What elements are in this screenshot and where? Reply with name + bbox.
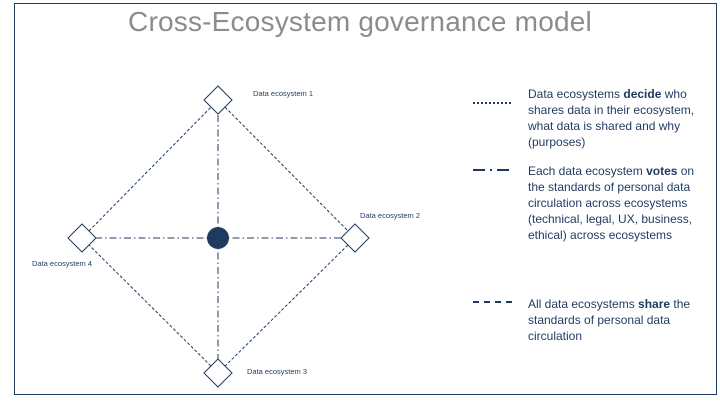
legend-text-votes: Each data ecosystem votes on the standar… xyxy=(528,164,695,242)
slide-frame xyxy=(14,3,717,395)
slide-title: Cross-Ecosystem governance model xyxy=(128,6,592,37)
ecosystem-node-4 xyxy=(67,223,97,253)
ecosystem-label-1: Data ecosystem 1 xyxy=(253,89,314,98)
ecosystem-node-2 xyxy=(340,223,370,253)
edge-2-3 xyxy=(217,237,356,374)
legend-text-decide: Data ecosystems decide who shares data i… xyxy=(528,87,695,149)
edge-3-4 xyxy=(81,237,219,374)
edge-1-2 xyxy=(217,99,356,239)
ecosystem-node-3 xyxy=(203,358,233,388)
ecosystem-label-3: Data ecosystem 3 xyxy=(247,367,308,376)
ecosystem-label-4: Data ecosystem 4 xyxy=(32,259,93,268)
legend-keyword-share: share xyxy=(638,297,671,311)
ecosystem-node-1 xyxy=(203,85,233,115)
central-hub xyxy=(207,227,229,249)
edge-4-1 xyxy=(81,99,219,239)
legend-text-share: All data ecosystems share the standards … xyxy=(528,297,691,343)
legend-keyword-votes: votes xyxy=(646,164,678,178)
ecosystem-label-2: Data ecosystem 2 xyxy=(360,211,421,220)
legend-keyword-decide: decide xyxy=(623,87,662,101)
